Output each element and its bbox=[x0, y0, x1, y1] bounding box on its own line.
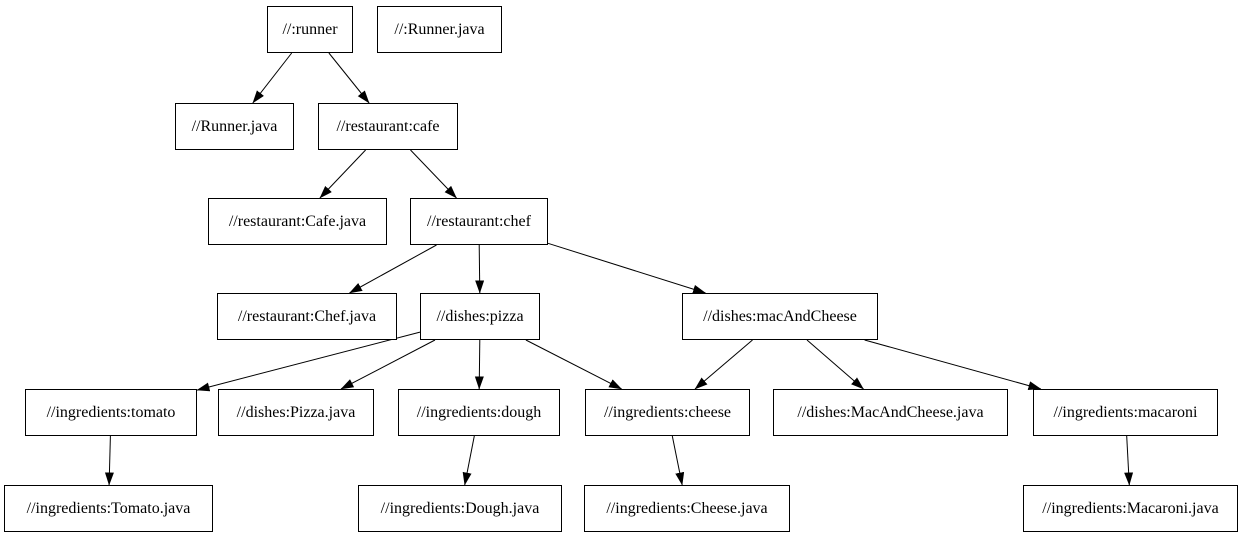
graph-node-label: //ingredients:Cheese.java bbox=[606, 499, 768, 517]
graph-node-label: //ingredients:macaroni bbox=[1053, 403, 1198, 421]
edge-runner-to-cafe bbox=[328, 52, 370, 104]
graph-node-tomato-java: //ingredients:Tomato.java bbox=[4, 485, 213, 532]
edge-cheese-to-cheese-java bbox=[671, 435, 685, 486]
edge-cafe-to-chef bbox=[410, 149, 457, 199]
graph-node-label: //restaurant:chef bbox=[427, 212, 531, 230]
graph-node-cafe-java: //restaurant:Cafe.java bbox=[208, 198, 387, 245]
graph-node-label: //Runner.java bbox=[191, 117, 278, 135]
edge-chef-to-mac-and-cheese bbox=[547, 242, 706, 294]
graph-node-label: //:runner bbox=[282, 20, 338, 38]
graph-node-label: //restaurant:Cafe.java bbox=[228, 212, 367, 230]
edge-pizza-to-dough bbox=[474, 339, 484, 390]
graph-node-label: //ingredients:tomato bbox=[46, 403, 176, 421]
graph-node-cafe: //restaurant:cafe bbox=[318, 103, 458, 150]
graph-node-runner-java-file: //:Runner.java bbox=[377, 6, 502, 53]
graph-node-label: //dishes:Pizza.java bbox=[236, 403, 356, 421]
graph-node-dough: //ingredients:dough bbox=[398, 389, 560, 436]
graph-node-label: //ingredients:Dough.java bbox=[380, 499, 540, 517]
edge-mac-and-cheese-to-mac-and-cheese-java bbox=[806, 339, 864, 390]
graph-node-pizza-java: //dishes:Pizza.java bbox=[218, 389, 374, 436]
graph-node-tomato: //ingredients:tomato bbox=[25, 389, 197, 436]
edge-pizza-to-cheese bbox=[525, 339, 623, 390]
edge-mac-and-cheese-to-macaroni bbox=[864, 339, 1042, 390]
graph-node-label: //dishes:MacAndCheese.java bbox=[797, 403, 984, 421]
graph-node-mac-and-cheese: //dishes:macAndCheese bbox=[682, 293, 878, 340]
graph-node-runner: //:runner bbox=[267, 6, 353, 53]
graph-node-macaroni: //ingredients:macaroni bbox=[1033, 389, 1218, 436]
graph-node-label: //restaurant:Chef.java bbox=[237, 307, 377, 325]
edge-chef-to-pizza bbox=[475, 244, 485, 294]
edge-pizza-to-pizza-java bbox=[340, 339, 436, 390]
graph-node-label: //dishes:pizza bbox=[436, 307, 524, 325]
graph-node-cheese: //ingredients:cheese bbox=[585, 389, 750, 436]
graph-node-cheese-java: //ingredients:Cheese.java bbox=[584, 485, 790, 532]
graph-node-runner-java: //Runner.java bbox=[175, 103, 294, 150]
graph-node-label: //restaurant:cafe bbox=[336, 117, 440, 135]
edge-mac-and-cheese-to-cheese bbox=[694, 339, 753, 390]
edge-chef-to-chef-java bbox=[349, 244, 437, 294]
graph-node-macaroni-java: //ingredients:Macaroni.java bbox=[1023, 485, 1238, 532]
graph-node-label: //ingredients:dough bbox=[416, 403, 542, 421]
graph-node-mac-and-cheese-java: //dishes:MacAndCheese.java bbox=[773, 389, 1008, 436]
graph-node-chef-java: //restaurant:Chef.java bbox=[217, 293, 397, 340]
edge-macaroni-to-macaroni-java bbox=[1124, 435, 1134, 486]
graph-node-dough-java: //ingredients:Dough.java bbox=[358, 485, 562, 532]
edge-pizza-to-tomato bbox=[196, 331, 421, 392]
edge-tomato-to-tomato-java bbox=[104, 435, 114, 486]
graph-node-label: //ingredients:Macaroni.java bbox=[1042, 499, 1219, 517]
edge-runner-to-runner-java bbox=[252, 52, 293, 104]
graph-node-chef: //restaurant:chef bbox=[410, 198, 548, 245]
graph-node-label: //ingredients:cheese bbox=[603, 403, 732, 421]
graph-node-pizza: //dishes:pizza bbox=[420, 293, 540, 340]
edge-cafe-to-cafe-java bbox=[319, 149, 366, 199]
graph-node-label: //ingredients:Tomato.java bbox=[26, 499, 191, 517]
graph-node-label: //:Runner.java bbox=[394, 20, 485, 38]
graph-node-label: //dishes:macAndCheese bbox=[703, 307, 857, 325]
edge-dough-to-dough-java bbox=[462, 435, 475, 486]
